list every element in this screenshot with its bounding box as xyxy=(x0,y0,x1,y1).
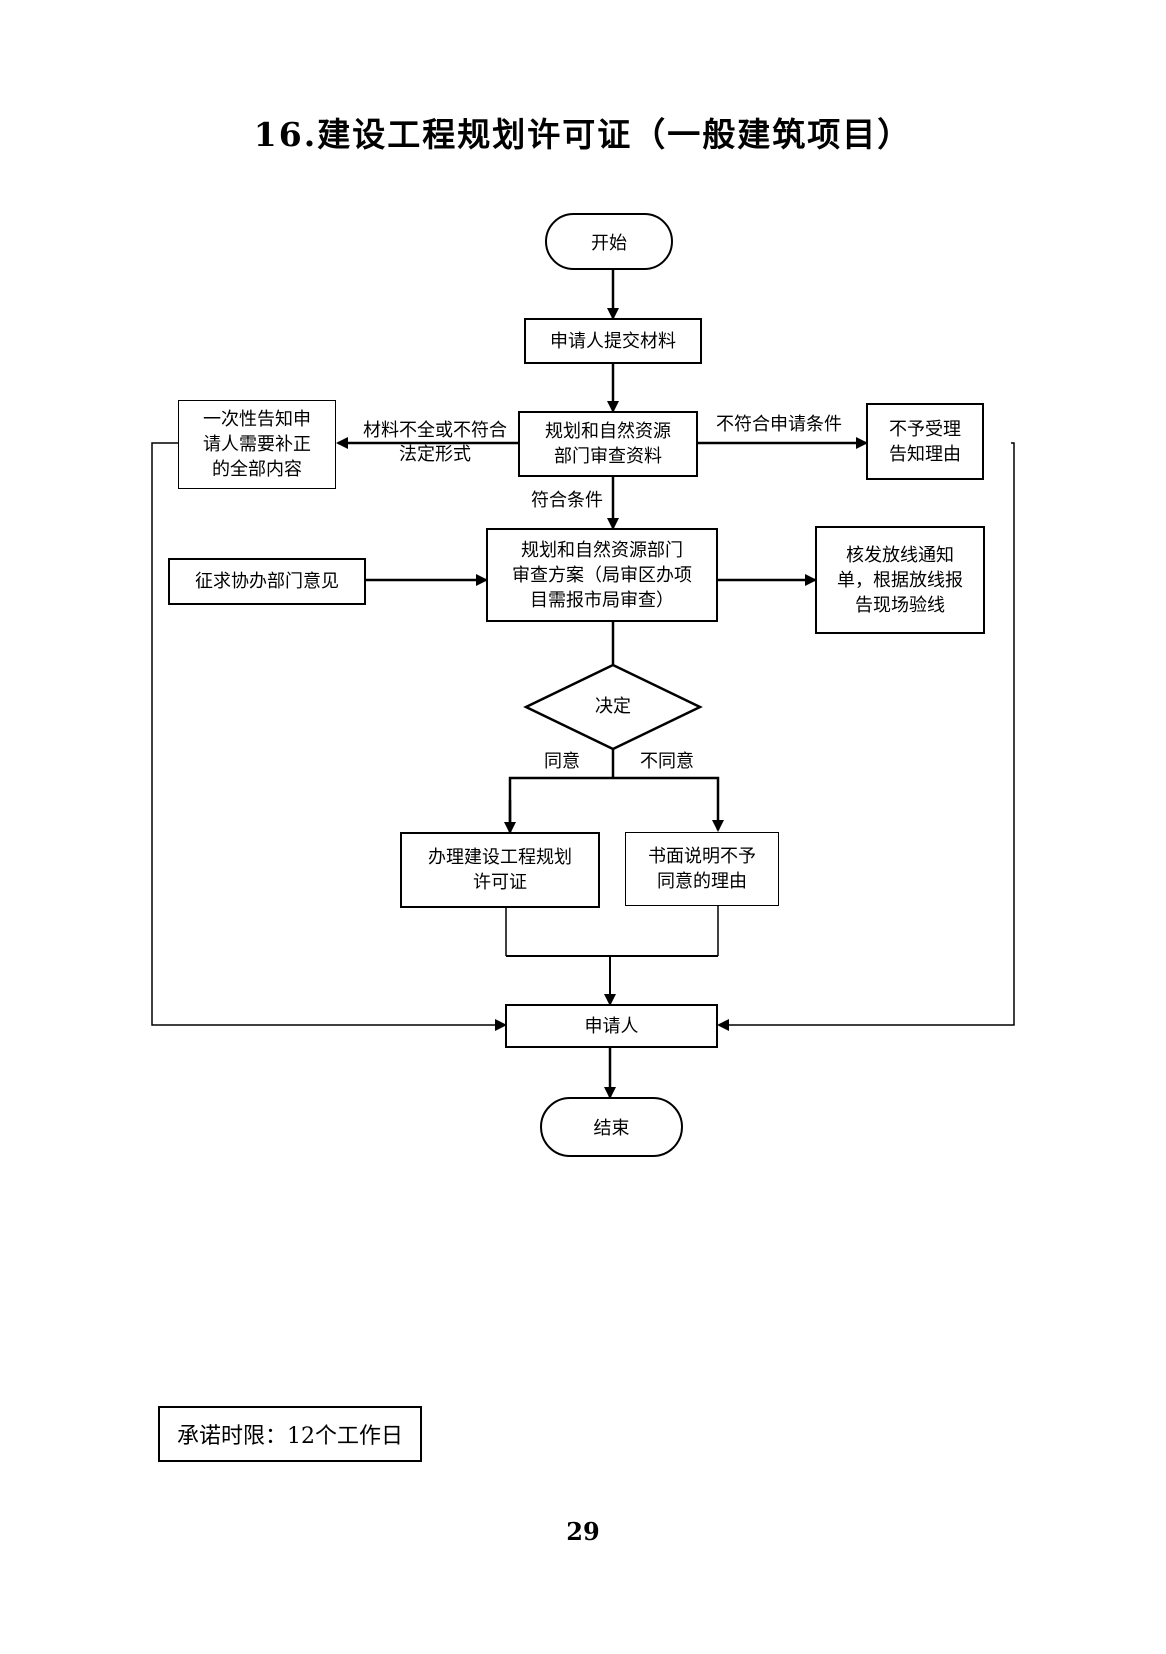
edge-label-agree: 同意 xyxy=(544,751,580,772)
page-number: 29 xyxy=(566,1517,600,1546)
edge-label-incomplete: 材料不全或不符合 法定形式 xyxy=(363,420,507,465)
solicit-opinions-box: 征求协办部门意见 xyxy=(168,558,366,605)
arrow-reject-applicant xyxy=(717,442,1015,1031)
reject-notice-box: 不予受理 告知理由 xyxy=(866,403,984,480)
setout-notice-box: 核发放线通知 单，根据放线报 告现场验线 xyxy=(815,526,985,634)
arrow-supplement-applicant xyxy=(151,442,507,1031)
notify-supplement-box: 一次性告知申 请人需要补正 的全部内容 xyxy=(178,400,336,489)
page-title: 16.建设工程规划许可证（一般建筑项目） xyxy=(253,115,913,154)
promise-time-box: 承诺时限：12个工作日 xyxy=(158,1406,422,1462)
submit-materials-box: 申请人提交材料 xyxy=(524,318,702,364)
edge-label-not-eligible: 不符合申请条件 xyxy=(716,414,842,435)
edge-label-disagree: 不同意 xyxy=(640,751,694,772)
decision-diamond xyxy=(523,663,703,751)
start-terminal: 开始 xyxy=(545,213,673,270)
edge-label-eligible: 符合条件 xyxy=(531,490,603,511)
decision-label: 决定 xyxy=(595,696,631,717)
issue-permit-box: 办理建设工程规划 许可证 xyxy=(400,832,600,908)
review-materials-box: 规划和自然资源 部门审查资料 xyxy=(518,411,698,477)
arrow-branch-permit xyxy=(508,776,724,832)
written-refusal-box: 书面说明不予 同意的理由 xyxy=(625,832,779,906)
review-plan-box: 规划和自然资源部门 审查方案（局审区办项 目需报市局审查） xyxy=(486,528,718,622)
applicant-box: 申请人 xyxy=(505,1004,718,1048)
end-terminal: 结束 xyxy=(540,1097,683,1157)
